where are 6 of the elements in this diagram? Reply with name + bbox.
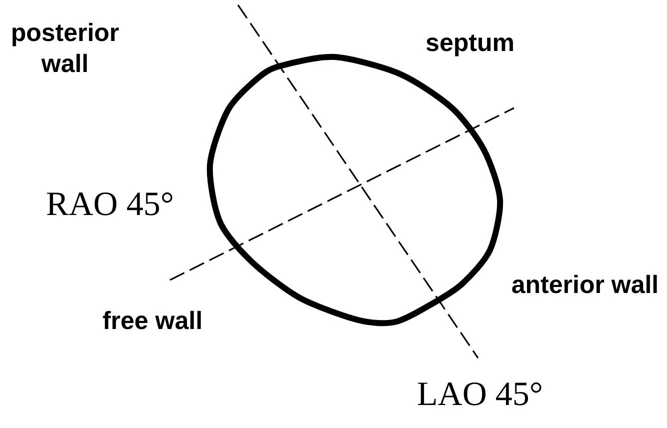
region-label: free wall <box>101 306 204 337</box>
region-label: anterior wall <box>510 270 660 301</box>
region-label: septum <box>424 28 516 59</box>
region-label: RAO 45° <box>45 186 175 224</box>
region-label: posterior wall <box>10 18 120 80</box>
region-label: LAO 45° <box>416 376 544 414</box>
